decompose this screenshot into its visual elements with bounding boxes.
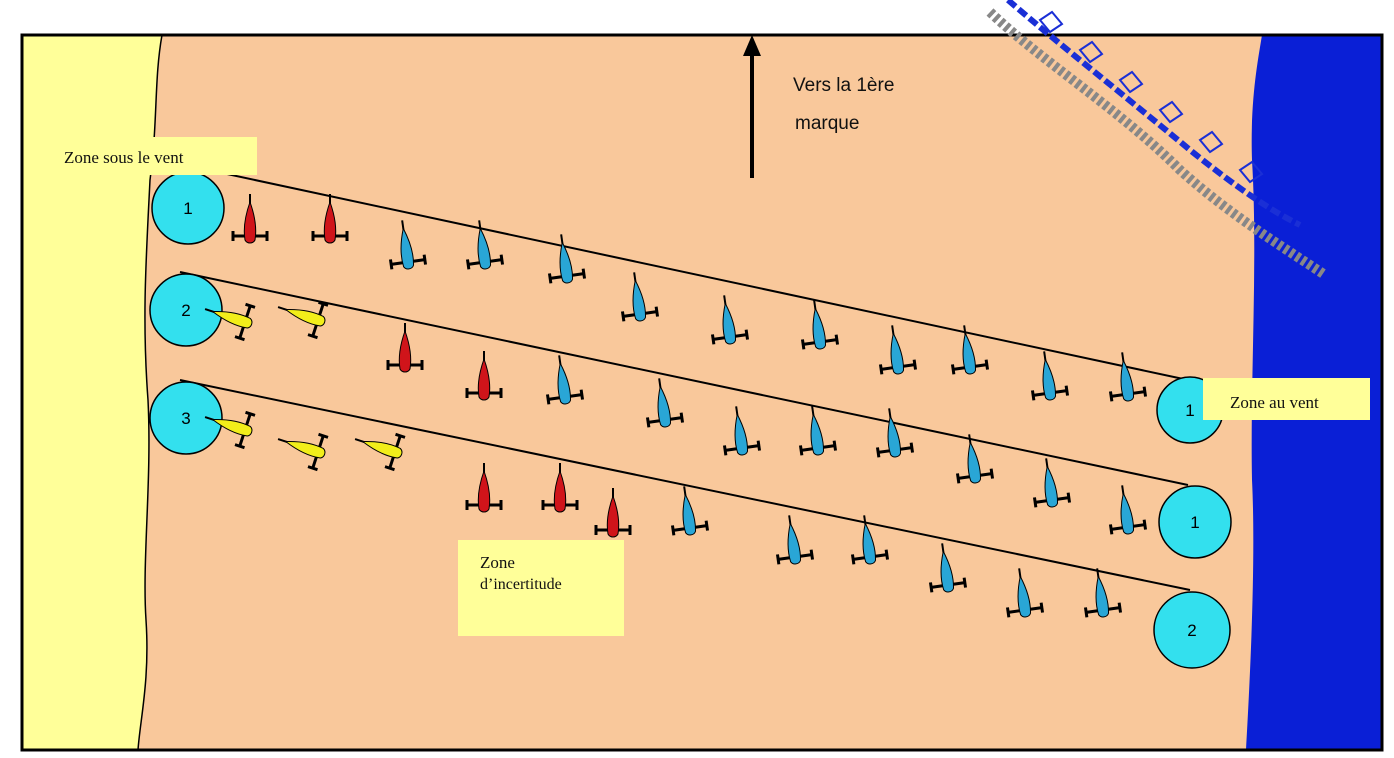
boat-blue [928,543,968,593]
arrow-label-line2: marque [795,113,860,134]
boat-blue [955,434,995,484]
boat-yellow [354,432,406,472]
boat-blue [1108,485,1148,535]
buoy-3: 3 [149,381,223,455]
buoy-6: 2 [1153,591,1231,669]
boat-blue [1032,458,1072,508]
buoy-label: 2 [1187,621,1196,640]
start-line-2 [179,271,1189,486]
boat-red [311,194,349,244]
boat-blue [775,515,815,565]
boat-red [594,488,632,538]
boat-blue [950,325,990,375]
boat-yellow [277,432,329,472]
buoy-2: 2 [149,273,223,347]
buoy-label: 3 [181,409,190,428]
wind-icon [986,0,1328,280]
boat-blue [645,378,685,428]
start-line-1 [184,164,1189,381]
boat-red [231,194,269,244]
boat-blue [1083,568,1123,618]
boat-red [541,463,579,513]
zone-uncertainty-box [458,540,624,636]
boat-red [386,323,424,373]
zone-leeward-label: Zone sous le vent [64,148,184,167]
boat-blue [1030,351,1070,401]
buoy-label: 2 [181,301,190,320]
arrow-to-first-mark [743,35,761,178]
buoy-label: 1 [1185,401,1194,420]
boat-blue [800,300,840,350]
start-line-3 [179,379,1191,591]
boat-blue [850,515,890,565]
boat-blue [878,325,918,375]
arrow-label-line1: Vers la 1ère [793,75,895,96]
zone-uncertainty-label-line1: Zone [480,553,515,572]
buoy-label: 1 [1190,513,1199,532]
boat-blue [710,295,750,345]
shore-sand [21,34,163,751]
boat-red [465,463,503,513]
boat-blue [798,406,838,456]
buoy-1: 1 [151,171,225,245]
boat-blue [620,272,660,322]
boat-blue [875,408,915,458]
boat-blue [1005,568,1045,618]
boat-yellow [204,302,256,342]
zone-uncertainty-label-line2: d’incertitude [480,576,562,593]
zone-windward-box [1203,378,1370,420]
zone-windward-label: Zone au vent [1230,393,1319,412]
boat-blue [722,406,762,456]
boat-red [465,351,503,401]
boat-yellow [277,300,329,340]
zone-leeward-box [57,137,257,175]
boat-blue [388,220,428,270]
boat-blue [545,355,585,405]
boat-blue [547,234,587,284]
boat-blue [1108,352,1148,402]
buoy-5: 1 [1158,485,1232,559]
boat-blue [465,220,505,270]
buoy-label: 1 [183,199,192,218]
boat-yellow [204,410,256,450]
boat-blue [670,486,710,536]
